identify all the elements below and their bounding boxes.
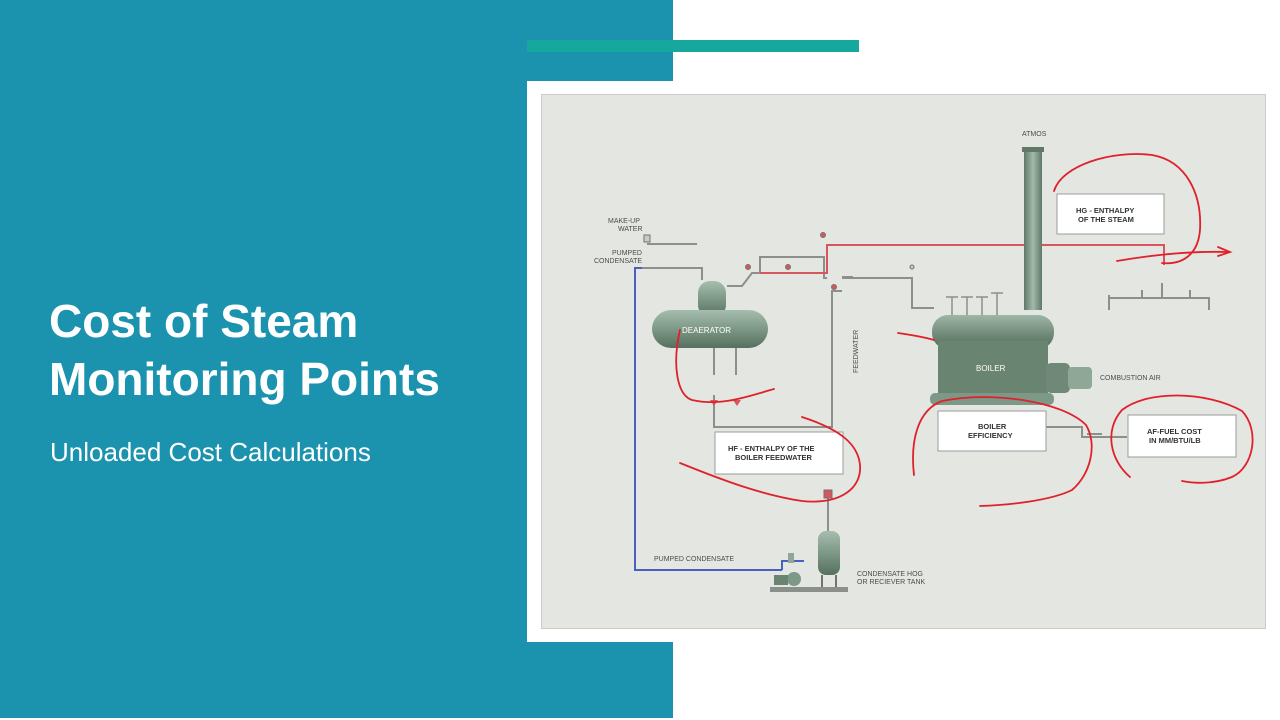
- feedwater-header-pipe: [842, 277, 913, 291]
- hf-circle-annotation: [679, 416, 861, 503]
- condensate-tank-unit: [770, 531, 848, 592]
- efficiency-box: [937, 410, 1047, 452]
- steam-lines: [760, 244, 1165, 274]
- deaerator-annotation: [675, 329, 775, 404]
- efficiency-line-2: EFFICIENCY: [968, 431, 1013, 440]
- pumped-condensate-label-1: PUMPED: [612, 250, 642, 257]
- hg-line-2: OF THE STEAM: [1078, 215, 1134, 224]
- callout-af: AF-FUEL COST IN MM/BTU/LB: [1127, 414, 1237, 458]
- efficiency-line-1: BOILER: [978, 422, 1007, 431]
- boiler-label: BOILER: [976, 364, 1006, 373]
- callout-hg: HG - ENTHALPY OF THE STEAM: [1056, 193, 1165, 235]
- boiler-safety-valves: [946, 292, 1003, 315]
- af-line-1: AF-FUEL COST: [1147, 427, 1202, 436]
- hf-line-1: HF - ENTHALPY OF THE: [728, 444, 815, 453]
- red-annotations: [675, 153, 1254, 507]
- pumped-condensate-label-2: CONDENSATE: [594, 258, 642, 265]
- feedwater-check-valve-2: [733, 400, 741, 406]
- condensate-tank: [818, 531, 840, 575]
- deaerator-unit: [652, 281, 768, 348]
- af-box: [1127, 414, 1237, 458]
- header-gauge: [909, 264, 915, 270]
- hg-box: [1056, 193, 1165, 235]
- deaerator-label: DEAERATOR: [682, 326, 731, 335]
- steam-system-diagram: ATMOS BOILER COMBUSTION AIR: [541, 94, 1266, 629]
- callout-efficiency: BOILER EFFICIENCY: [937, 410, 1047, 452]
- feedwater-label: FEEDWATER: [853, 330, 860, 373]
- exhaust-stack: [1024, 150, 1042, 310]
- tank-label-2: OR RECIEVER TANK: [857, 579, 926, 586]
- af-circle-annotation: [1110, 394, 1254, 484]
- vent-gauge-2: [785, 264, 791, 270]
- deaerator-vent-pipe: [727, 256, 827, 287]
- pumped-condensate-inlet-pipe: [642, 267, 703, 280]
- deaerator-tank: [652, 310, 768, 348]
- boiler-body: [938, 341, 1048, 396]
- atmos-stack: [1022, 147, 1044, 310]
- stack-cap: [1022, 147, 1044, 152]
- pump-motor: [774, 575, 788, 585]
- combustion-air-label: COMBUSTION AIR: [1100, 375, 1161, 382]
- boiler-drum: [932, 315, 1054, 349]
- vent-gauge-1: [745, 264, 751, 270]
- tank-label-1: CONDENSATE HOG: [857, 571, 923, 578]
- hf-line-2: BOILER FEEDWATER: [735, 453, 813, 462]
- slide-title: Cost of Steam Monitoring Points: [49, 292, 440, 408]
- main-steam-line: [760, 244, 1165, 274]
- hg-circle-annotation: [1053, 153, 1202, 265]
- deaerator-column: [698, 281, 726, 317]
- title-line-2: Monitoring Points: [49, 353, 440, 405]
- condensate-lines: [634, 267, 804, 571]
- feedwater-branch: [842, 276, 853, 278]
- steam-gauge-1: [820, 232, 826, 238]
- steam-arrow-shaft: [1116, 250, 1228, 262]
- boiler-feed-pipe: [911, 291, 934, 309]
- steam-distribution-pipe: [1109, 297, 1210, 310]
- burner-fan: [1068, 367, 1092, 389]
- pump-valve: [788, 553, 794, 563]
- combustion-air-feed: [1046, 426, 1127, 438]
- piping-grey: [642, 243, 1210, 533]
- boiler-unit: [930, 315, 1092, 405]
- steam-arrow-head: [1217, 246, 1233, 257]
- hf-meter: [823, 489, 833, 499]
- diagram-canvas: ATMOS BOILER COMBUSTION AIR: [594, 131, 1254, 592]
- pumped-condensate-bottom-label: PUMPED CONDENSATE: [654, 556, 734, 563]
- hg-line-1: HG - ENTHALPY: [1076, 206, 1134, 215]
- feedwater-pipe: [713, 290, 842, 428]
- burner-housing: [1046, 363, 1070, 393]
- pumped-condensate-return: [634, 267, 782, 571]
- af-line-2: IN MM/BTU/LB: [1149, 436, 1201, 445]
- makeup-water-label-2: WATER: [618, 226, 643, 233]
- feedwater-gauge: [831, 284, 837, 290]
- atmos-label: ATMOS: [1022, 131, 1047, 138]
- hf-box: [714, 431, 844, 475]
- title-line-1: Cost of Steam: [49, 295, 359, 347]
- condensate-to-pump: [781, 560, 804, 570]
- boiler-base: [930, 393, 1054, 405]
- efficiency-circle-annotation: [912, 396, 1093, 507]
- valves: [643, 232, 915, 499]
- slide-subtitle: Unloaded Cost Calculations: [50, 437, 371, 467]
- condensate-pump: [787, 572, 801, 586]
- boiler-feed-annotation: [897, 332, 935, 341]
- makeup-valve: [643, 234, 651, 243]
- accent-bar: [527, 40, 859, 52]
- makeup-water-label-1: MAKE-UP: [608, 218, 640, 225]
- callout-hf: HF - ENTHALPY OF THE BOILER FEEDWATER: [714, 431, 844, 475]
- pump-skid: [770, 587, 848, 592]
